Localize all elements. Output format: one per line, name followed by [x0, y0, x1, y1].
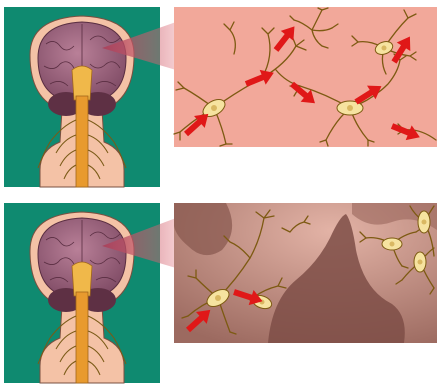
healthy-neuron-panel [174, 7, 437, 147]
brain-stem [72, 66, 92, 100]
damaged-head-figure [4, 203, 160, 383]
brain-stem [72, 262, 92, 296]
damaged-neuron-panel [174, 203, 437, 343]
spinal-cord [76, 96, 88, 187]
spinal-cord [76, 292, 88, 383]
healthy-head-figure [4, 7, 160, 187]
